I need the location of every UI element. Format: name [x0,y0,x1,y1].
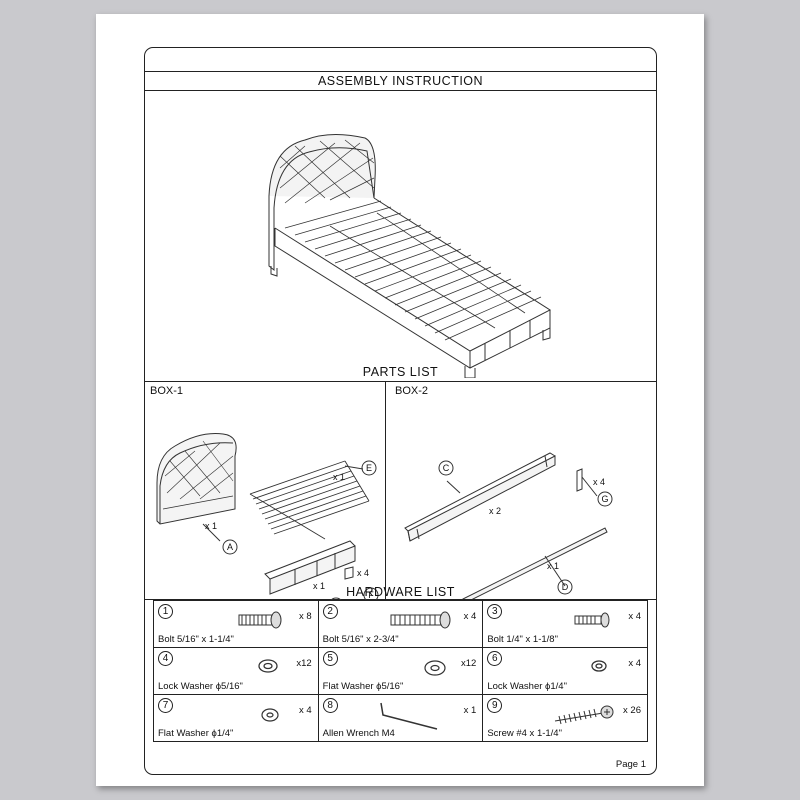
hardware-number: 3 [487,604,503,619]
part-b-footboard [264,540,356,595]
marker-d: D [562,582,569,592]
parts-list-title: PARTS LIST [362,365,439,379]
hardware-table: 1 x 8 Bolt 5/16" x 1-1/4" 2 x 4 Bolt 5/1… [153,600,648,742]
part-markers: A E B F C G D x 1 x 1 x 1 x 4 x 2 x 4 x … [205,460,613,613]
bolt-icon [390,611,451,629]
marker-f: F [368,590,374,600]
hardware-qty: x 1 [463,705,477,716]
flat-washer-icon [261,708,279,722]
qty-g: x 4 [593,477,605,487]
qty-f: x 4 [357,568,369,578]
hardware-name: Bolt 1/4" x 1-1/8" [487,634,558,645]
hardware-number: 8 [322,698,338,713]
hardware-name: Bolt 5/16" x 1-1/4" [158,634,234,645]
parts-top-divider [145,381,656,382]
qty-d: x 1 [547,561,559,571]
lock-washer-icon [258,659,278,673]
hardware-item: 2 x 4 Bolt 5/16" x 2-3/4" [317,600,484,648]
hardware-qty: x 4 [628,658,641,669]
hardware-qty: x 4 [298,705,312,716]
hardware-qty: x12 [460,658,477,669]
page-title: ASSEMBLY INSTRUCTION [317,74,484,88]
box-divider [385,381,386,599]
part-e-slats [249,460,370,540]
hardware-name: Flat Washer ϕ5/16" [322,681,404,692]
hardware-name: Lock Washer ϕ5/16" [158,681,243,692]
hardware-name: Lock Washer ϕ1/4" [487,681,567,692]
hardware-item: 5 x12 Flat Washer ϕ5/16" [317,647,484,695]
parts-bottom-divider [145,599,656,600]
hardware-number: 9 [487,698,503,713]
hardware-number: 6 [487,651,503,666]
hardware-name: Flat Washer ϕ1/4" [158,728,234,739]
bolt-icon [238,611,282,629]
hardware-item: 9 x 26 Screw #4 x 1-1/4" [482,694,648,742]
hardware-name: Screw #4 x 1-1/4" [487,728,562,739]
marker-c: C [443,463,450,473]
marker-g: G [601,494,608,504]
hardware-qty: x12 [296,658,312,669]
box2-label: BOX-2 [395,385,429,397]
hardware-qty: x 8 [298,611,312,622]
hardware-qty: x 4 [463,611,477,622]
hardware-item: 7 x 4 Flat Washer ϕ1/4" [153,694,319,742]
screw-icon [555,705,614,725]
allen-wrench-icon [379,702,437,730]
lock-washer-icon [591,660,607,672]
marker-a: A [227,542,233,552]
hardware-item: 3 x 4 Bolt 1/4" x 1-1/8" [482,600,648,648]
qty-a: x 1 [205,521,217,531]
hardware-name: Bolt 5/16" x 2-3/4" [322,634,399,645]
part-c-side-rail [404,452,556,542]
part-g-leg [576,468,583,492]
hardware-number: 4 [158,651,173,666]
part-a-headboard [156,433,237,542]
hardware-number: 5 [322,651,338,666]
instruction-sheet: ASSEMBLY INSTRUCTION [96,14,704,786]
qty-b: x 1 [313,581,325,591]
hardware-number: 7 [158,698,173,713]
hardware-qty: x 26 [623,705,641,716]
bolt-icon [574,612,610,628]
page-number: Page 1 [615,759,646,770]
hardware-number: 1 [158,604,173,619]
qty-c: x 2 [489,506,501,516]
part-f-leg [344,566,354,580]
qty-e: x 1 [333,472,345,482]
hardware-item: 8 x 1 Allen Wrench M4 [317,694,484,742]
hardware-list-title: HARDWARE LIST [346,585,455,599]
hardware-number: 2 [322,604,338,619]
hardware-item: 1 x 8 Bolt 5/16" x 1-1/4" [153,600,319,648]
hardware-qty: x 4 [628,611,641,622]
marker-e: E [366,463,372,473]
hardware-name: Allen Wrench M4 [322,728,395,739]
flat-washer-icon [424,660,446,676]
parts-illustration [156,433,608,599]
hardware-item: 4 x12 Lock Washer ϕ5/16" [153,647,319,695]
hardware-item: 6 x 4 Lock Washer ϕ1/4" [482,647,648,695]
box1-label: BOX-1 [150,385,184,397]
header-divider [145,71,656,72]
document-frame: ASSEMBLY INSTRUCTION [144,47,657,775]
assembled-bed-illustration [268,134,552,378]
title-divider [145,90,656,91]
